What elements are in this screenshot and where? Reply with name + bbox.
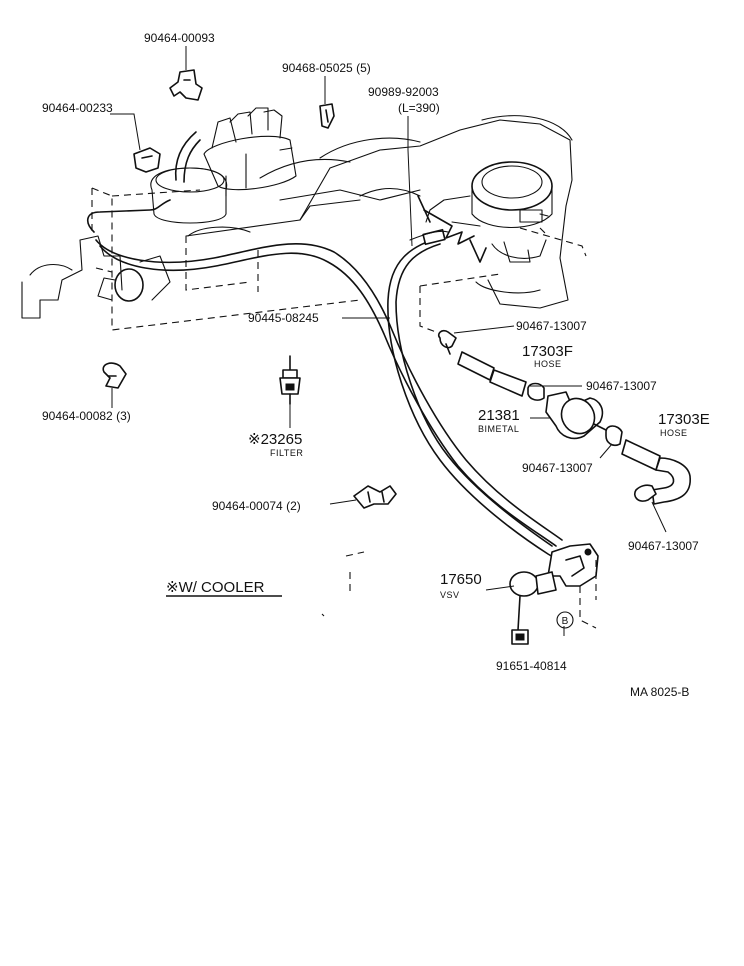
bimetal-assembly [437, 329, 691, 505]
label-90464-00233: 90464-00233 [42, 101, 113, 115]
label-17650: 17650 [440, 571, 482, 588]
label-23265-filter: FILTER [270, 448, 303, 458]
label-90467-13007-a: 90467-13007 [516, 319, 587, 333]
label-17303f-hose: HOSE [534, 359, 562, 369]
label-21381: 21381 [478, 407, 520, 424]
label-91651-40814: 91651-40814 [496, 659, 567, 673]
label-21381-bimetal: BIMETAL [478, 424, 519, 434]
ref-b-label: B [562, 616, 569, 627]
label-23265: ※23265 [248, 431, 302, 448]
vacuum-tubes [87, 199, 563, 561]
vsv-assembly [509, 543, 599, 645]
part-labels: 90464-00093 90468-05025 (5) 90989-92003 … [42, 31, 710, 699]
label-17650-vsv: VSV [440, 590, 460, 600]
label-90468-05025: 90468-05025 (5) [282, 61, 371, 75]
label-90467-13007-d: 90467-13007 [628, 539, 699, 553]
label-90467-13007-b: 90467-13007 [586, 379, 657, 393]
label-17303e-hose: HOSE [660, 428, 688, 438]
label-17303f: 17303F [522, 343, 573, 360]
label-17303e: 17303E [658, 411, 710, 428]
label-cooler-note: ※W/ COOLER [166, 579, 265, 596]
ref-b-circle: B [556, 611, 574, 629]
label-90464-00082: 90464-00082 (3) [42, 409, 131, 423]
distributor [150, 107, 297, 224]
label-90989-92003: 90989-92003 [368, 85, 439, 99]
label-90445-08245: 90445-08245 [248, 311, 319, 325]
label-90467-13007-c: 90467-13007 [522, 461, 593, 475]
clamps [102, 69, 397, 509]
label-90989-92003-length: (L=390) [398, 101, 440, 115]
label-90464-00093: 90464-00093 [144, 31, 215, 45]
label-90464-00074: 90464-00074 (2) [212, 499, 301, 513]
drawing-id: MA 8025-B [630, 685, 689, 699]
faint-marks [321, 551, 365, 617]
engine-outline [21, 115, 587, 333]
leader-lines [110, 46, 667, 636]
